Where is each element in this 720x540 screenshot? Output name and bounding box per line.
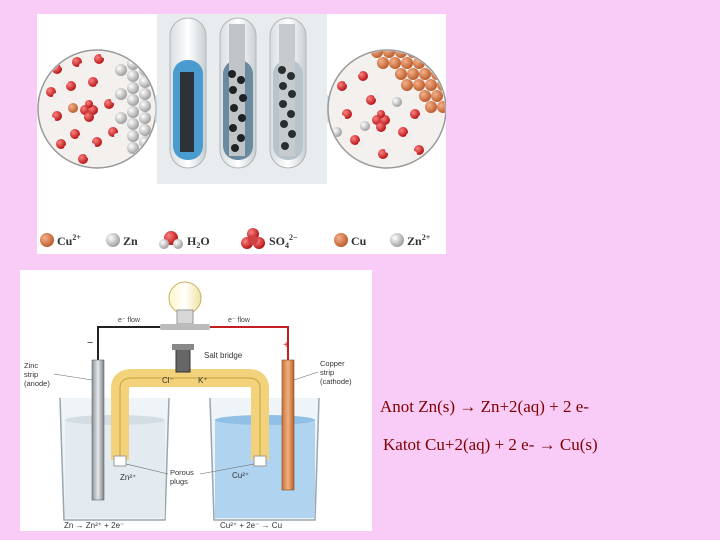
electron-flow-right: e⁻ flow	[228, 317, 251, 324]
copper-strip-label-3: (cathode)	[320, 377, 352, 386]
cathode-reaction-label: Cu²⁺ + 2e⁻ → Cu	[220, 521, 282, 530]
zinc-strip-label-2: strip	[24, 370, 38, 379]
water-molecule-icon	[159, 231, 183, 249]
sulfate-ion-icon	[241, 228, 265, 249]
zinc-strip	[91, 359, 105, 501]
porous-plugs-label-1: Porous	[170, 468, 194, 477]
cathode-equation: Katot Cu+2(aq) + 2 e- → Cu(s)	[383, 435, 598, 454]
legend-label-cu2plus: Cu2+	[57, 233, 81, 248]
zinc-ion-icon	[390, 233, 404, 247]
porous-plugs-label-2: plugs	[170, 477, 188, 486]
wire-right	[210, 326, 289, 360]
salt-bridge-label: Salt bridge	[204, 351, 243, 360]
cu-ion-label: Cu²⁺	[232, 471, 249, 480]
copper-strip-label-2: strip	[320, 368, 334, 377]
bridge-k-label: K⁺	[198, 376, 208, 385]
copper-strip	[281, 359, 295, 491]
zinc-atom-icon	[106, 233, 120, 247]
legend-label-so4: SO42−	[269, 233, 298, 250]
galvanic-cell-svg: e⁻ flow e⁻ flow − + Cl⁻ K⁺ Salt bridge	[24, 281, 352, 530]
anode-equation: Anot Zn(s) → Zn+2(aq) + 2 e-	[380, 397, 589, 416]
copper-atom-icon	[334, 233, 348, 247]
test-tubes	[157, 14, 327, 184]
galvanic-cell-diagram: e⁻ flow e⁻ flow − + Cl⁻ K⁺ Salt bridge	[20, 270, 372, 531]
legend-label-zn2plus: Zn2+	[407, 233, 431, 248]
right-magnified-view	[327, 49, 447, 169]
legend-label-cu: Cu	[351, 234, 367, 248]
copper-strip-label-1: Copper	[320, 359, 345, 368]
anode-reaction-label: Zn → Zn²⁺ + 2e⁻	[64, 521, 124, 530]
wire-left	[97, 326, 160, 360]
plus-sign: +	[283, 339, 289, 351]
zinc-strip-label-3: (anode)	[24, 379, 50, 388]
zinc-strip-label-1: Zinc	[24, 361, 38, 370]
legend: Cu2+ Zn H2O SO42− Cu Zn2+	[37, 224, 446, 254]
electron-flow-left: e⁻ flow	[118, 317, 141, 324]
legend-label-zn: Zn	[123, 234, 138, 248]
reaction-illustration: Cu2+ Zn H2O SO42− Cu Zn2+	[37, 14, 447, 254]
salt-bridge	[111, 344, 269, 467]
left-magnified-view	[37, 49, 157, 169]
legend-label-h2o: H2O	[187, 234, 210, 250]
minus-sign: −	[87, 337, 93, 349]
copper-ion-icon	[40, 233, 54, 247]
bridge-cl-label: Cl⁻	[162, 376, 174, 385]
zn-ion-label: Zn²⁺	[120, 473, 136, 482]
reaction-illustration-svg: Cu2+ Zn H2O SO42− Cu Zn2+	[37, 14, 447, 254]
light-bulb-icon	[160, 281, 210, 330]
